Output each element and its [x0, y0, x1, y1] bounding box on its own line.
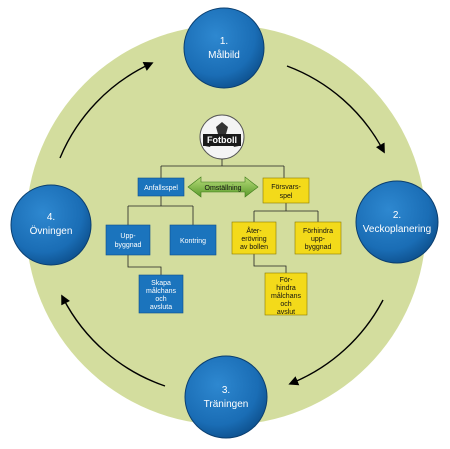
attack-goal-line-3: och [155, 296, 166, 303]
step-1-number: 1. [220, 36, 228, 47]
defense-goal-line-4: och [280, 301, 291, 308]
cycle-arrows [59, 62, 385, 387]
step-node-3: 3. Träningen [184, 355, 268, 439]
defense-child-1-line-1: Åter- [246, 226, 262, 235]
attack-child-box-2 [169, 224, 217, 256]
arrow-1-to-2 [286, 65, 385, 154]
defense-child-2-line-2: upp- [311, 236, 326, 243]
step-3-number: 3. [222, 385, 230, 396]
step-4-number: 4. [47, 212, 55, 223]
background-circle [26, 25, 426, 425]
transition-label: Omställning [205, 185, 242, 192]
step-3-title: Träningen [204, 399, 249, 410]
attack-child-1-line-1: Upp- [120, 233, 136, 240]
step-4-title: Övningen [30, 225, 73, 237]
attack-title: Anfallsspel [144, 185, 178, 192]
defense-title-box [262, 177, 310, 204]
step-2-title: Veckoplanering [363, 224, 431, 235]
step-1-title: Målbild [208, 49, 240, 61]
step-node-2: 2. Veckoplanering [355, 180, 439, 264]
attack-child-2-line-1: Kontring [180, 238, 206, 245]
defense-child-1-line-3: av bollen [240, 244, 268, 251]
attack-child-1-line-2: byggnad [115, 242, 142, 249]
defense-goal-line-2: hindra [276, 285, 296, 292]
attack-goal-line-4: avsluta [150, 304, 172, 311]
defense-child-2-line-1: Förhindra [303, 228, 333, 235]
transition-arrow: Omställning [187, 176, 259, 198]
step-2-number: 2. [393, 210, 401, 221]
defense-goal-line-3: målchans [271, 292, 301, 300]
defense-child-2-line-3: byggnad [305, 244, 332, 251]
defense-goal-line-1: För- [280, 277, 294, 284]
step-node-1: 1. Målbild [183, 7, 265, 89]
attack-goal-box [138, 274, 184, 314]
attack-goal-line-1: Skapa [151, 280, 171, 287]
attack-title-box [137, 177, 185, 197]
defense-goal-box [264, 272, 308, 316]
arrow-4-to-1 [59, 62, 154, 159]
defense-title-line-1: Försvars- [271, 184, 301, 191]
arrow-3-to-4 [61, 294, 166, 387]
defense-title-line-2: spel [280, 193, 293, 200]
attack-branch: Anfallsspel Upp- byggnad Kontring Skapa … [105, 177, 217, 314]
attack-child-box-1 [105, 224, 151, 256]
defense-goal-line-5: avslut [277, 309, 295, 316]
attack-goal-line-2: målchans [146, 287, 176, 295]
defense-child-box-2 [294, 221, 342, 255]
step-node-4: 4. Övningen [10, 184, 92, 266]
arrow-2-to-3 [288, 299, 384, 386]
tree-connectors [127, 159, 319, 275]
football-badge: Fotboll [199, 114, 245, 160]
defense-child-1-line-2: erövring [241, 236, 266, 243]
defense-branch: Försvars- spel Åter- erövring av bollen … [231, 177, 342, 316]
football-label: Fotboll [207, 135, 237, 145]
defense-child-box-1 [231, 221, 277, 255]
